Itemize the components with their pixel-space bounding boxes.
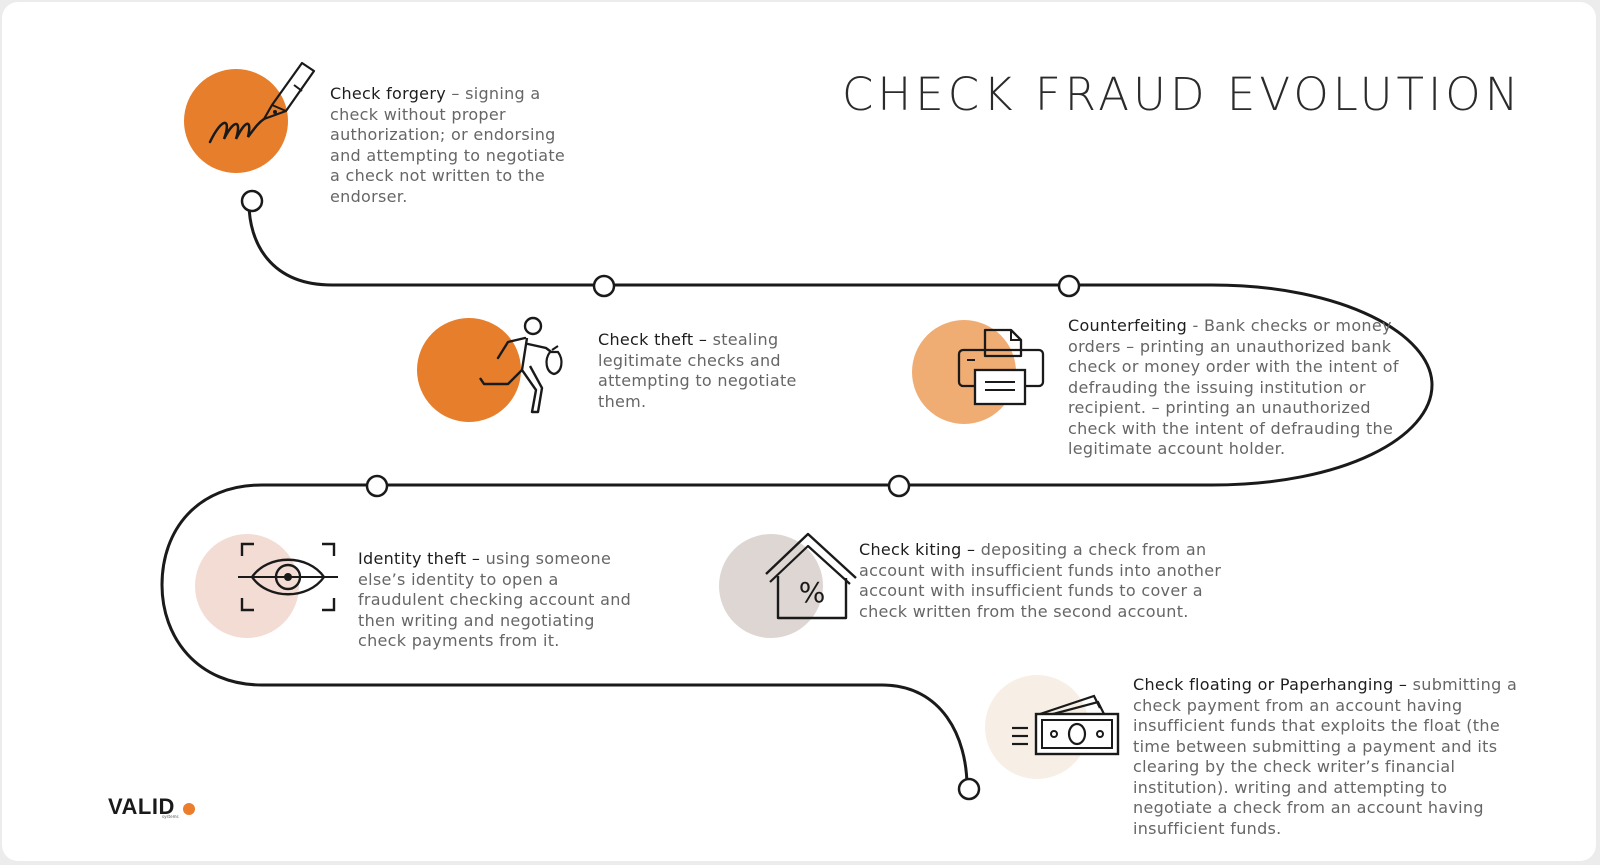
step-description: using someone else’s identity to open a … [358, 549, 632, 650]
step-term: Check forgery [330, 84, 446, 103]
step-term: Check kiting – [859, 540, 981, 559]
step-term: Check floating or Paperhanging – [1133, 675, 1413, 694]
theft-circle [417, 318, 521, 422]
step-description: submitting a check payment from an accou… [1133, 675, 1518, 838]
timeline-node [957, 777, 981, 801]
printer-icon [957, 328, 1045, 406]
step-text-forgery: Check forgery – signing a check without … [330, 84, 575, 207]
logo-dot [183, 803, 195, 815]
step-separator: – [445, 84, 466, 103]
step-separator: - [1187, 316, 1204, 335]
step-text-kiting: Check kiting – depositing a check from a… [859, 540, 1234, 622]
house-percent-icon: % [765, 532, 857, 620]
logo-subtitle: systems [162, 814, 179, 819]
step-description: stealing legitimate checks and attemptin… [598, 330, 797, 411]
eye-scan-icon [238, 542, 338, 612]
step-description: depositing a check from an account with … [859, 540, 1222, 621]
step-term: Identity theft – [358, 549, 486, 568]
step-description: Bank checks or money orders – printing a… [1068, 316, 1399, 458]
svg-text:%: % [799, 576, 826, 609]
step-term: Check theft – [598, 330, 713, 349]
timeline-node [887, 474, 911, 498]
brand-logo: VALID [108, 794, 175, 819]
step-text-identity: Identity theft – using someone else’s id… [358, 549, 633, 652]
step-text-counterfeiting: Counterfeiting - Bank checks or money or… [1068, 316, 1413, 460]
step-text-theft: Check theft – stealing legitimate checks… [598, 330, 813, 412]
timeline-node [592, 274, 616, 298]
cash-money-icon [1012, 694, 1120, 756]
kiting-circle [719, 534, 823, 638]
step-term: Counterfeiting [1068, 316, 1188, 335]
timeline-node [1057, 274, 1081, 298]
step-text-floating: Check floating or Paperhanging – submitt… [1133, 675, 1531, 839]
timeline-node [365, 474, 389, 498]
pen-signature-icon [208, 61, 316, 144]
timeline-node [240, 189, 264, 213]
step-description: signing a check without proper authoriza… [330, 84, 566, 206]
running-thief-icon [479, 316, 563, 414]
page-title: CHECK FRAUD EVOLUTION [842, 68, 1523, 121]
forgery-circle [184, 69, 288, 173]
